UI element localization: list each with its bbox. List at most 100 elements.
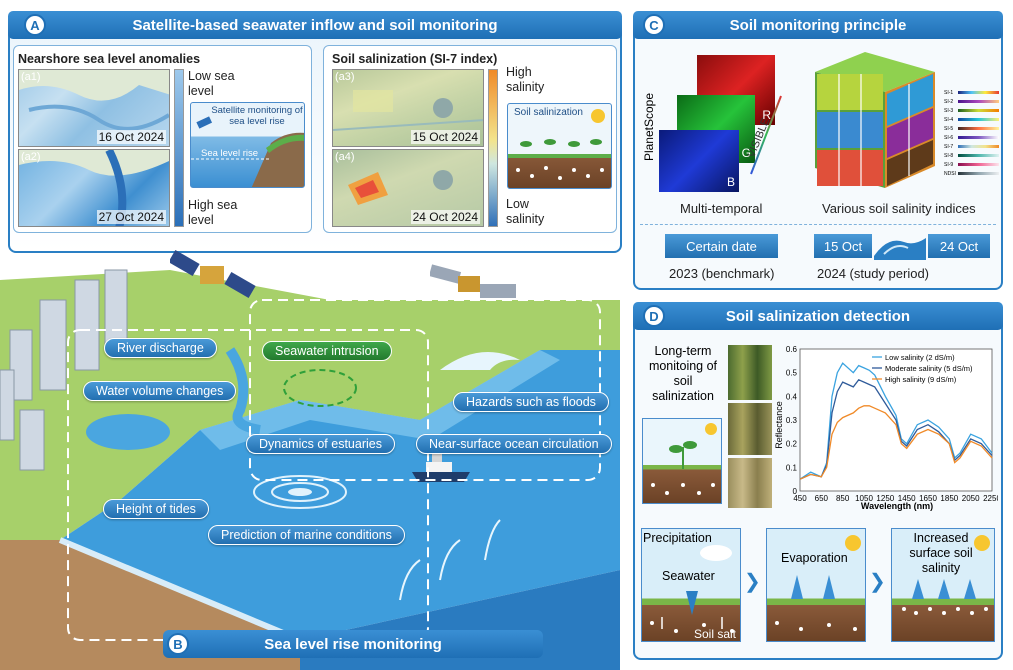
increased-art	[902, 535, 990, 615]
panel-c-letter: C	[643, 14, 665, 36]
panel-b-letter: B	[167, 633, 189, 655]
panel-b-title-text: Sea level rise monitoring	[264, 635, 442, 653]
planetscope-label: PlanetScope	[642, 92, 656, 162]
map-a2-tag: (a2)	[21, 151, 41, 163]
seawater-label: Seawater	[662, 569, 715, 583]
satellite-right-icon	[428, 262, 520, 317]
process-increased: Increased surface soil salinity	[891, 528, 995, 642]
process-arrow-2: ❯	[869, 571, 886, 593]
band-b-label: B	[726, 175, 735, 189]
sea-level-title: Nearshore sea level anomalies	[18, 52, 201, 66]
sea-inset-title: Satellite monitoring of sea level rise	[211, 105, 303, 127]
label-hazards: Hazards such as floods	[453, 392, 609, 412]
date-24-text: 24 Oct	[939, 238, 979, 254]
y-tick-label: 0	[793, 487, 798, 496]
map-a2: (a2) 27 Oct 2024	[18, 149, 170, 227]
series-line-1	[799, 362, 993, 480]
soil-inset-title: Soil salinization	[514, 107, 583, 118]
panel-a-title: Satellite-based seawater inflow and soil…	[8, 11, 622, 39]
index-name: SI-5	[944, 125, 954, 132]
index-item: SI-2	[944, 97, 999, 106]
coastal-scene	[0, 269, 620, 670]
series-line-3	[799, 405, 993, 480]
index-name: SI-4	[944, 116, 954, 123]
map-a2-date: 27 Oct 2024	[96, 210, 166, 224]
legend-label: Moderate salinity (5 dS/m)	[885, 364, 973, 373]
benchmark-label: 2023 (benchmark)	[669, 266, 775, 281]
panel-d-letter: D	[643, 305, 665, 327]
evap-art	[775, 535, 861, 631]
index-name: NDSI	[944, 170, 956, 177]
index-item: SI-3	[944, 106, 999, 115]
photo-moderate	[728, 403, 772, 455]
map-a4-fields	[348, 170, 453, 205]
x-tick-label: 2050	[962, 494, 980, 503]
x-tick-label: 1650	[919, 494, 937, 503]
label-river-discharge: River discharge	[104, 338, 217, 358]
sea-inset-art	[191, 116, 304, 187]
index-item: SI-6	[944, 133, 999, 142]
soil-salt-label: Soil salt	[694, 627, 737, 641]
map-a4: (a4) 24 Oct 2024	[332, 149, 484, 227]
map-a1: (a1) 16 Oct 2024	[18, 69, 170, 147]
panel-b-title: Sea level rise monitoring	[163, 630, 543, 658]
label-seawater-intrusion: Seawater intrusion	[262, 341, 392, 361]
map-a3: (a3) 15 Oct 2024	[332, 69, 484, 147]
sea-low-label: Low sea level	[188, 69, 235, 98]
panel-a-title-text: Satellite-based seawater inflow and soil…	[132, 16, 498, 34]
date-box-24: 24 Oct	[928, 234, 990, 258]
band-b: B	[659, 130, 739, 192]
index-item: SI-7	[944, 142, 999, 151]
soil-salinity-title: Soil salinization (SI-7 index)	[332, 52, 498, 66]
certain-date-text: Certain date	[686, 238, 757, 254]
index-name: SI-6	[944, 134, 954, 141]
indices-cube	[815, 52, 935, 188]
map-a3-tag: (a3)	[335, 71, 355, 83]
process-evaporation: Evaporation	[766, 528, 866, 642]
band-g-label: G	[741, 146, 751, 160]
label-estuaries: Dynamics of estuaries	[246, 434, 395, 454]
soil-inset: Soil salinization	[507, 103, 612, 189]
process-arrow-1: ❯	[744, 571, 761, 593]
salinity-colorbar	[488, 69, 498, 227]
band-r-label: R	[762, 108, 771, 122]
index-item: SI-8	[944, 151, 999, 160]
visible-arrow	[750, 95, 782, 175]
chart-x-label: Wavelength (nm)	[861, 501, 933, 511]
precip-art	[650, 545, 734, 633]
index-name: SI-7	[944, 143, 954, 150]
index-name: SI-9	[944, 161, 954, 168]
y-tick-label: 0.1	[786, 463, 798, 472]
x-tick-label: 1850	[940, 494, 958, 503]
map-a1-date: 16 Oct 2024	[96, 130, 166, 144]
photo-high	[728, 458, 772, 508]
wave-icon	[874, 238, 926, 260]
map-a3-date: 15 Oct 2024	[410, 130, 480, 144]
multi-temporal-label: Multi-temporal	[680, 201, 763, 216]
date-box-15: 15 Oct	[814, 234, 872, 258]
panel-a-letter: A	[24, 14, 46, 36]
map-a4-date: 24 Oct 2024	[410, 210, 480, 224]
index-item: SI-4	[944, 115, 999, 124]
index-name: SI-1	[944, 89, 954, 96]
x-tick-label: 650	[815, 494, 829, 503]
photo-low	[728, 345, 772, 400]
x-tick-label: 1450	[898, 494, 916, 503]
index-name: SI-2	[944, 98, 954, 105]
long-term-label: Long-term monitoing of soil salinization	[648, 344, 718, 403]
map-a1-tag: (a1)	[21, 71, 41, 83]
salinity-high-label: High salinity	[506, 65, 545, 94]
salinity-low-label: Low salinity	[506, 197, 545, 226]
label-prediction: Prediction of marine conditions	[208, 525, 405, 545]
legend-label: High salinity (9 dS/m)	[885, 375, 957, 384]
index-item: NDSI	[944, 169, 999, 178]
x-tick-label: 1050	[855, 494, 873, 503]
satellite-left-icon	[168, 248, 260, 313]
x-tick-label: 850	[836, 494, 850, 503]
index-name: SI-8	[944, 152, 954, 159]
sea-inset-rise: Sea level rise	[201, 148, 259, 159]
date-15-text: 15 Oct	[823, 238, 863, 254]
y-tick-label: 0.3	[786, 416, 798, 425]
index-item: SI-9	[944, 160, 999, 169]
